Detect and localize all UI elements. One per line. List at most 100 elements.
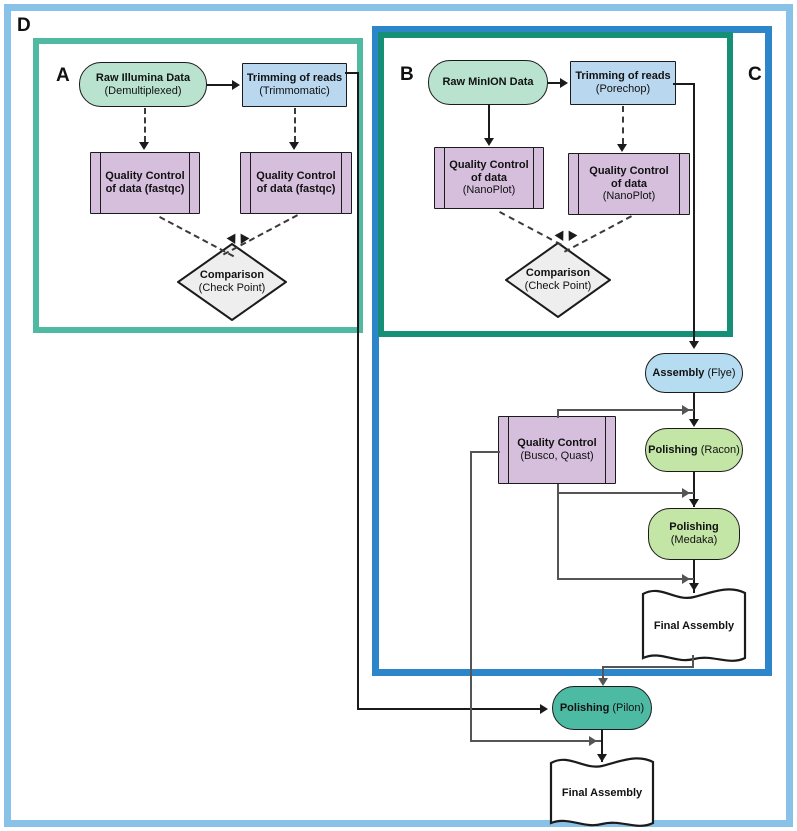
arrowhead-porechop-to-assembly [689,341,699,349]
node-line-1: Raw MinION Data [442,76,534,89]
node-raw-illumina-data: Raw Illumina Data (Demultiplexed) [79,62,207,107]
connector-porechop-out-h [673,83,695,85]
arrowhead-qc-to-racon [682,405,690,415]
node-line-2: (Demultiplexed) [104,84,182,97]
panel-label-b: B [400,64,414,85]
node-line-1: Comparison [199,269,265,282]
node-line-2: of data (fastqc) [256,183,336,195]
diamond-text: Comparison (Check Point) [505,242,611,318]
document-text: Final Assembly [653,620,735,632]
connector-qc-to-final-v [557,492,559,578]
connector-a-raw-to-trim [207,84,234,86]
arrowhead-qc-to-hybridfinal [589,736,597,746]
node-label: Polishing (Racon) [648,443,740,456]
connector-qc-mid-stub [557,484,559,493]
node-polishing-pilon: Polishing (Pilon) [552,686,652,730]
connector-illumina-out-h [345,72,359,74]
connector-pilon-to-final [601,730,603,762]
panel-b-border [378,32,733,337]
node-line-1: Trimming of reads [575,70,671,83]
document-shape [641,588,747,662]
diamond-text: Comparison (Check Point) [177,243,287,321]
arrowhead-finalc-to-pilon [598,678,608,686]
node-line-3: (NanoPlot) [602,190,656,203]
node-line-2: of data (fastqc) [105,183,185,195]
node-qc-minion-trimmed: Quality Control of data (NanoPlot) [568,153,690,215]
node-qc-minion-raw: Quality Control of data (NanoPlot) [434,147,544,209]
node-trimming-porechop: Trimming of reads (Porechop) [570,61,676,105]
connector-qc-to-final-h [557,578,694,580]
node-polishing-medaka: Polishing (Medaka) [648,508,740,560]
node-line-2: (Trimmomatic) [259,85,330,97]
connector-qc-left-v [470,451,472,741]
arrowhead-qc-to-medaka [682,488,690,498]
node-comparison-illumina: Comparison (Check Point) [177,243,287,321]
node-line-1: Quality Control [105,170,185,183]
arrowhead-qc-to-final [682,574,690,584]
panel-c-border [372,26,772,676]
connector-qc-top-stub [557,409,559,418]
connector-finalc-to-pilon-h [602,666,694,668]
node-comparison-minion: Comparison (Check Point) [505,242,611,318]
node-line-2: (Check Point) [524,280,592,292]
node-line-3: (NanoPlot) [462,184,516,197]
connector-illumina-to-pilon-h [357,708,545,710]
diamond-shape [505,242,611,318]
document-shape [549,757,655,827]
panel-a-border [33,38,363,333]
node-final-assembly-nanopore: Final Assembly [641,588,747,664]
node-assembly-flye: Assembly (Flye) [645,353,743,393]
node-line-1: Quality Control [589,164,669,177]
node-qc-illumina-raw: Quality Control of data (fastqc) [90,152,200,214]
arrowhead-medaka-to-final [689,583,699,591]
connector-medaka-to-final [693,560,695,593]
arrowhead-illumina-to-pilon [540,704,548,714]
arrowhead-b-raw-to-qc [484,138,494,146]
node-line-1: Quality Control [256,170,336,183]
panel-label-a: A [56,65,70,86]
connector-a-raw-to-qc [144,108,146,142]
node-line-1: Comparison [525,267,591,280]
node-raw-minion-data: Raw MinION Data [428,60,548,105]
connector-finalc-out-v [692,655,694,667]
node-label: Assembly (Flye) [652,366,736,379]
node-line-1: Quality Control [449,158,529,171]
arrowhead-b-raw-to-trim [560,78,568,88]
connector-b-trim-to-qc [622,106,624,144]
node-line-2: of data [470,171,508,184]
connector-racon-to-medaka [693,472,695,507]
connector-qc-to-racon-h [557,409,694,411]
connector-finalc-to-pilon-v [602,666,604,682]
node-polishing-racon: Polishing (Racon) [645,428,743,472]
panel-d-border [4,4,793,827]
node-label: Polishing (Pilon) [559,701,645,714]
panel-label-d: D [17,15,31,36]
arrowhead-a-trim-to-qc [289,142,299,150]
arrowhead-assembly-to-racon [689,419,699,427]
node-line-1: Quality Control [517,437,597,450]
node-trimming-trimmomatic: Trimming of reads (Trimmomatic) [242,63,347,107]
node-line-1: Trimming of reads [246,72,343,85]
panel-label-c: C [748,64,762,85]
arrowhead-a-raw-to-trim [232,80,240,90]
node-line-2: of data [610,177,648,190]
connector-a-trim-to-qc [294,108,296,142]
node-line-2: (Medaka) [670,534,718,546]
connector-qc-left-h [470,451,500,453]
node-line-1: Polishing [669,521,719,534]
node-line-1: Raw Illumina Data [95,71,191,84]
connector-illumina-long-v [357,72,359,709]
arrowhead-b-trim-to-qc [617,144,627,152]
connector-qc-to-hybridfinal-h [470,740,601,742]
arrowhead-a-raw-to-qc [139,142,149,150]
node-final-assembly-hybrid: Final Assembly [549,757,655,829]
node-line-2: (Porechop) [595,83,651,95]
arrowhead-pilon-to-final [597,754,607,762]
connector-qc-to-medaka-h [557,492,694,494]
connector-b-raw-to-trim [548,82,562,84]
node-qc-illumina-trimmed: Quality Control of data (fastqc) [240,152,352,214]
connector-b-raw-to-qc [488,105,490,139]
diamond-shape [177,243,287,321]
document-text: Final Assembly [561,787,643,799]
